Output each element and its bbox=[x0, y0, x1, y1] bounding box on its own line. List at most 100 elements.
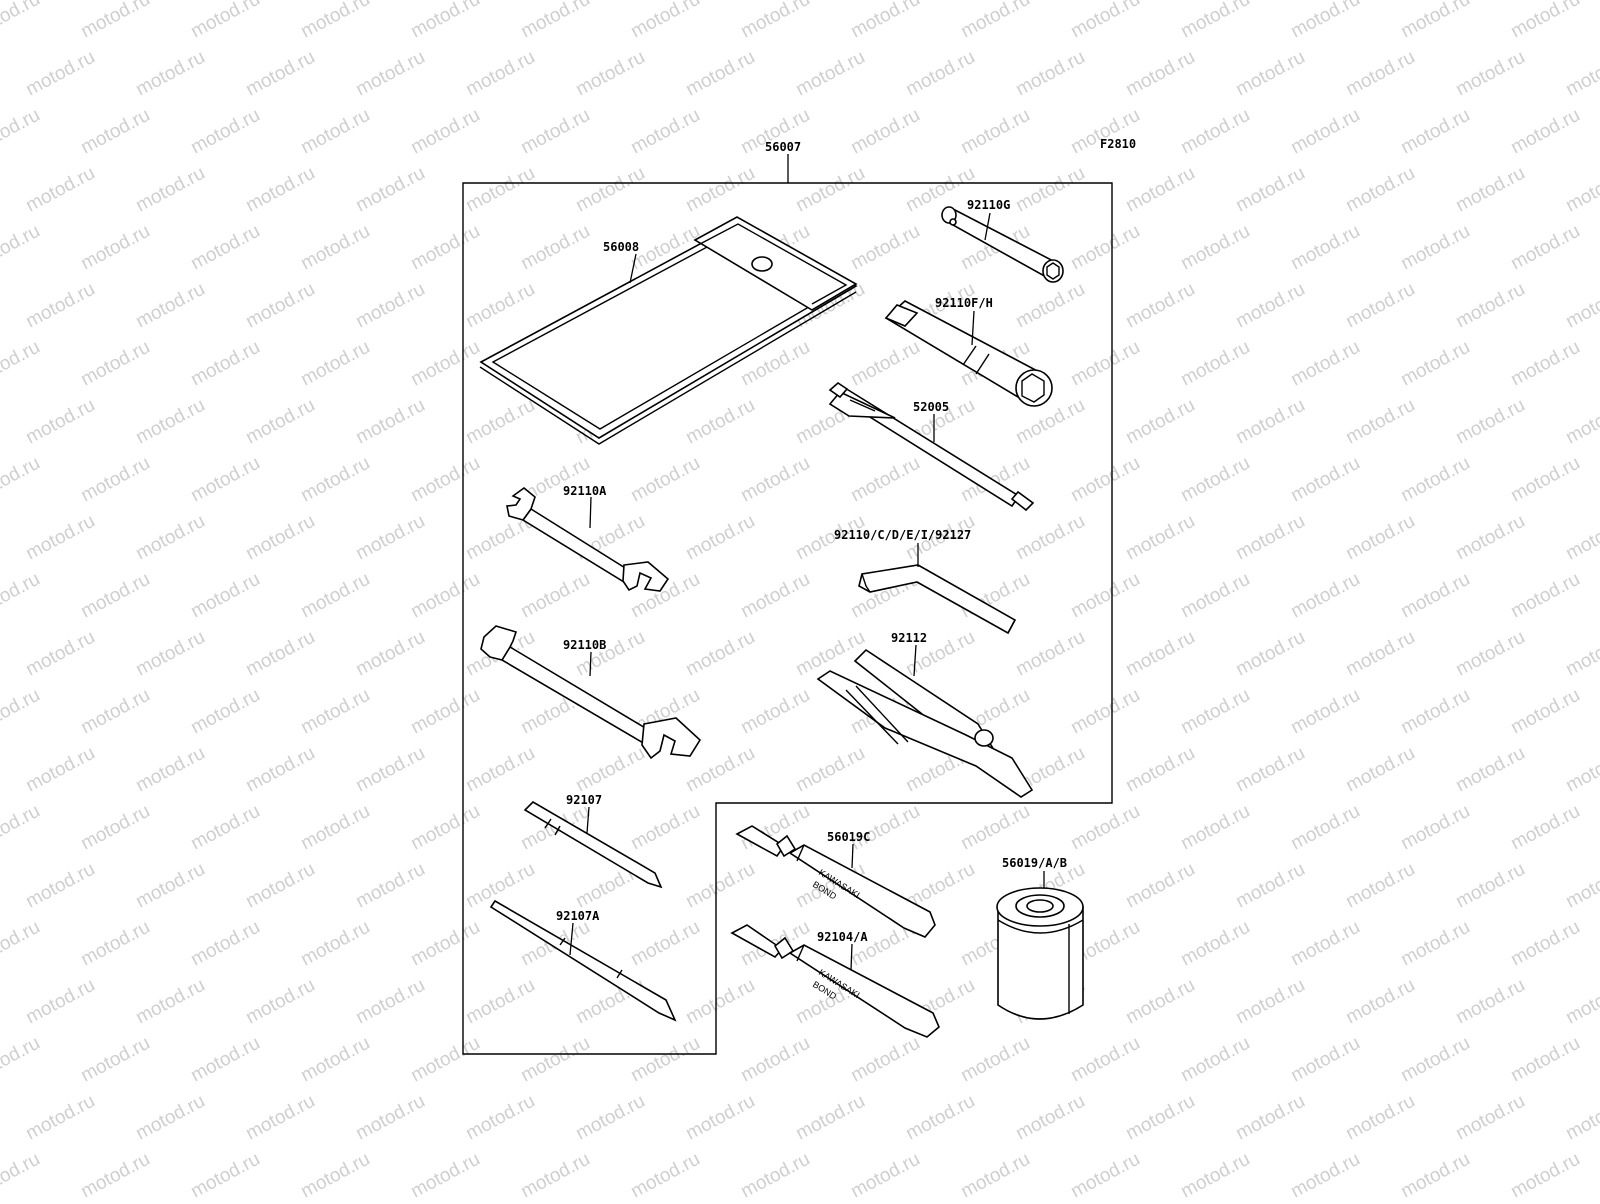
watermark: motod.ru bbox=[1177, 221, 1253, 275]
watermark: motod.ru bbox=[462, 395, 538, 449]
screwdriver-handle[interactable] bbox=[489, 899, 677, 1022]
leader-56019C bbox=[851, 843, 854, 869]
watermark: motod.ru bbox=[132, 47, 208, 101]
screwdriver-bit[interactable] bbox=[523, 800, 663, 889]
watermark: motod.ru bbox=[682, 1091, 758, 1145]
watermark: motod.ru bbox=[22, 1091, 98, 1145]
watermark: motod.ru bbox=[132, 859, 208, 913]
watermark: motod.ru bbox=[22, 627, 98, 681]
watermark: motod.ru bbox=[1067, 453, 1143, 507]
leader-92112 bbox=[913, 644, 917, 677]
watermark: motod.ru bbox=[0, 1033, 44, 1087]
watermark: motod.ru bbox=[737, 1149, 813, 1200]
watermark: motod.ru bbox=[1177, 105, 1253, 159]
watermark: motod.ru bbox=[792, 1091, 868, 1145]
leader-92107 bbox=[586, 806, 590, 834]
watermark: motod.ru bbox=[187, 1149, 263, 1200]
watermark: motod.ru bbox=[77, 1033, 153, 1087]
watermark: motod.ru bbox=[407, 221, 483, 275]
watermark: motod.ru bbox=[1397, 1149, 1473, 1200]
watermark: motod.ru bbox=[22, 395, 98, 449]
leader-92110A bbox=[589, 496, 592, 529]
watermark: motod.ru bbox=[682, 395, 758, 449]
watermark: motod.ru bbox=[407, 1033, 483, 1087]
watermark: motod.ru bbox=[1452, 511, 1528, 565]
watermark: motod.ru bbox=[1507, 801, 1583, 855]
label-56019AB: 56019/A/B bbox=[1002, 856, 1067, 870]
watermark: motod.ru bbox=[1562, 395, 1600, 449]
watermark: motod.ru bbox=[792, 47, 868, 101]
watermark: motod.ru bbox=[1507, 337, 1583, 391]
watermark: motod.ru bbox=[407, 569, 483, 623]
watermark: motod.ru bbox=[1232, 743, 1308, 797]
watermark: motod.ru bbox=[1452, 859, 1528, 913]
hex-key[interactable] bbox=[858, 564, 1017, 635]
wrench-small[interactable] bbox=[506, 486, 670, 592]
watermark: motod.ru bbox=[1122, 395, 1198, 449]
label-hexkeys: 92110/C/D/E/I/92127 bbox=[834, 528, 971, 542]
extension-bar[interactable] bbox=[828, 381, 1035, 512]
watermark: motod.ru bbox=[132, 279, 208, 333]
watermark: motod.ru bbox=[1287, 0, 1363, 42]
watermark: motod.ru bbox=[187, 0, 263, 42]
watermark: motod.ru bbox=[1507, 0, 1583, 42]
watermark: motod.ru bbox=[22, 279, 98, 333]
watermark: motod.ru bbox=[22, 743, 98, 797]
watermark: motod.ru bbox=[1342, 163, 1418, 217]
watermark: motod.ru bbox=[297, 1033, 373, 1087]
watermark: motod.ru bbox=[297, 569, 373, 623]
watermark: motod.ru bbox=[1342, 627, 1418, 681]
watermark: motod.ru bbox=[1177, 0, 1253, 42]
watermark: motod.ru bbox=[1452, 395, 1528, 449]
watermark: motod.ru bbox=[847, 801, 923, 855]
watermark: motod.ru bbox=[187, 337, 263, 391]
watermark: motod.ru bbox=[407, 1149, 483, 1200]
watermark: motod.ru bbox=[1562, 743, 1600, 797]
watermark: motod.ru bbox=[297, 337, 373, 391]
watermark: motod.ru bbox=[242, 743, 318, 797]
watermark: motod.ru bbox=[737, 917, 813, 971]
bond-tube[interactable]: KAWASAKI BOND bbox=[730, 924, 940, 1038]
label-92110B: 92110B bbox=[563, 638, 606, 652]
plug-wrench-small[interactable] bbox=[941, 206, 1064, 283]
watermark: motod.ru bbox=[902, 47, 978, 101]
watermark: motod.ru bbox=[517, 569, 593, 623]
watermark: motod.ru bbox=[1177, 453, 1253, 507]
watermark: motod.ru bbox=[1507, 1149, 1583, 1200]
watermark: motod.ru bbox=[682, 975, 758, 1029]
bond-tube-c[interactable]: KAWASAKI BOND bbox=[735, 825, 936, 938]
watermark: motod.ru bbox=[22, 859, 98, 913]
watermark: motod.ru bbox=[572, 47, 648, 101]
watermark: motod.ru bbox=[792, 743, 868, 797]
watermark: motod.ru bbox=[1397, 1033, 1473, 1087]
watermark: motod.ru bbox=[297, 0, 373, 42]
watermark: motod.ru bbox=[77, 569, 153, 623]
watermark: motod.ru bbox=[242, 859, 318, 913]
watermark: motod.ru bbox=[407, 105, 483, 159]
watermark: motod.ru bbox=[1232, 859, 1308, 913]
watermark: motod.ru bbox=[1562, 859, 1600, 913]
oil-filter[interactable] bbox=[996, 887, 1084, 1020]
pliers[interactable] bbox=[816, 648, 1034, 798]
watermark: motod.ru bbox=[1397, 569, 1473, 623]
watermark: motod.ru bbox=[1067, 685, 1143, 739]
watermark: motod.ru bbox=[1452, 279, 1528, 333]
label-92112: 92112 bbox=[891, 631, 927, 645]
plug-wrench[interactable] bbox=[884, 300, 1053, 407]
watermark: motod.ru bbox=[407, 337, 483, 391]
watermark: motod.ru bbox=[0, 801, 44, 855]
watermark: motod.ru bbox=[407, 917, 483, 971]
watermark: motod.ru bbox=[1012, 163, 1088, 217]
watermark: motod.ru bbox=[1452, 47, 1528, 101]
watermark: motod.ru bbox=[1562, 627, 1600, 681]
watermark: motod.ru bbox=[187, 801, 263, 855]
label-92110G: 92110G bbox=[967, 198, 1010, 212]
wrench-large[interactable] bbox=[480, 625, 702, 760]
watermark: motod.ru bbox=[517, 105, 593, 159]
tool-case[interactable] bbox=[479, 216, 858, 445]
watermark: motod.ru bbox=[1012, 627, 1088, 681]
watermark: motod.ru bbox=[1507, 1033, 1583, 1087]
watermark: motod.ru bbox=[957, 801, 1033, 855]
watermark: motod.ru bbox=[352, 627, 428, 681]
watermark: motod.ru bbox=[462, 1091, 538, 1145]
